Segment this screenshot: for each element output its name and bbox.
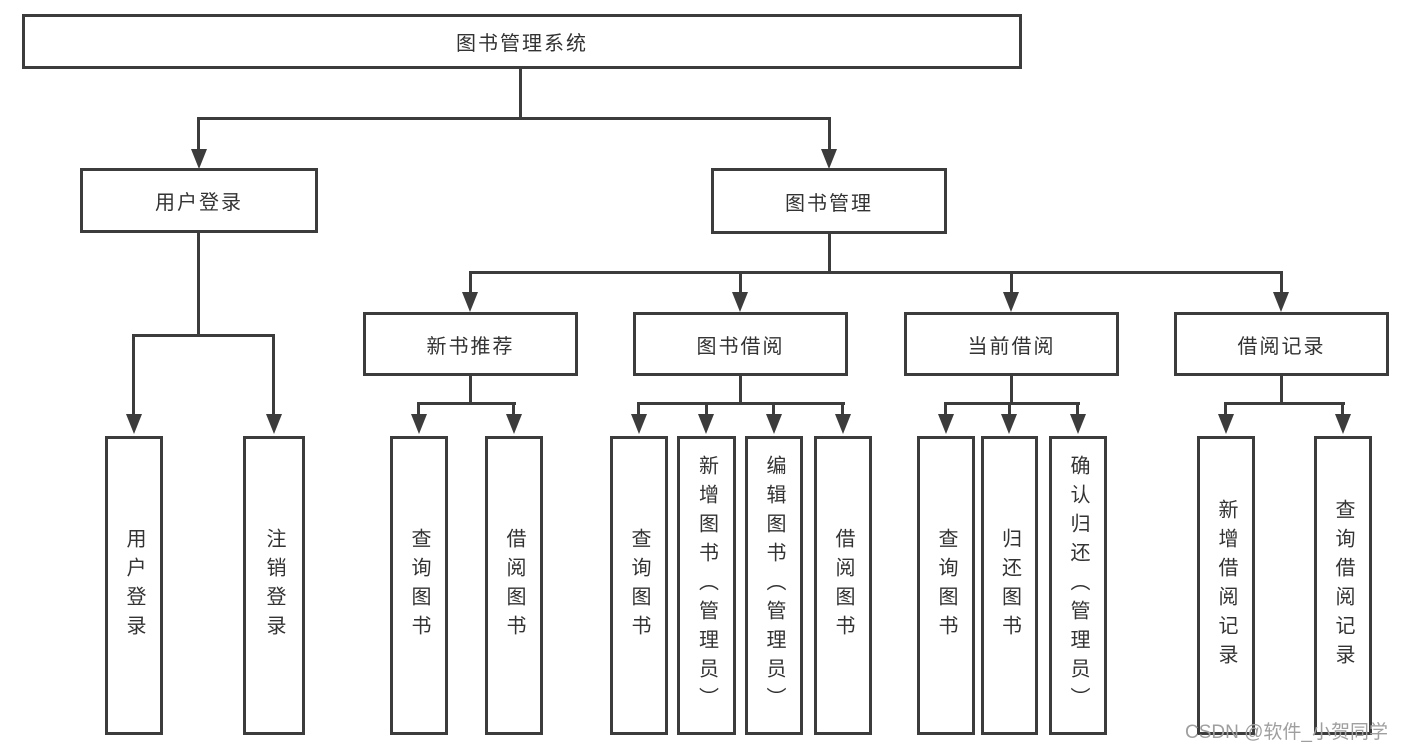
connector-borrow-stem [739,376,742,404]
connector-drop-cur-confirm [1076,402,1079,416]
leaf-query-books-current: 查询图书 [917,436,975,735]
leaf-borrow-books-recommend-label: 借阅图书 [503,527,525,644]
connector-drop-cur-query [944,402,947,416]
connector-mgmt-stem [828,234,831,273]
arrowhead-his-query [1335,414,1351,434]
connector-recommend-stem [469,376,472,404]
arrowhead-rec-query [411,414,427,434]
node-book-borrow-label: 图书借阅 [696,335,785,358]
connector-drop-bor-borrow [841,402,844,416]
connector-current-rail [944,402,1080,405]
node-book-borrow: 图书借阅 [633,312,848,376]
leaf-add-borrow-record-label: 新增借阅记录 [1215,498,1237,673]
connector-drop-borrow [739,271,742,294]
connector-drop-user-login [197,117,200,151]
connector-current-stem [1010,376,1013,404]
leaf-confirm-return-admin: 确认归还（管理员） [1049,436,1107,735]
arrowhead-bor-edit [766,414,782,434]
arrowhead-cur-confirm [1070,414,1086,434]
node-borrow-records: 借阅记录 [1174,312,1389,376]
leaf-return-books: 归还图书 [981,436,1038,735]
connector-drop-his-add [1224,402,1227,416]
leaf-edit-books-admin: 编辑图书（管理员） [745,436,803,735]
connector-mgmt-rail [469,271,1283,274]
leaf-borrow-books: 借阅图书 [814,436,872,735]
arrowhead-cur-query [938,414,954,434]
leaf-add-books-admin: 新增图书（管理员） [677,436,736,735]
node-library-system: 图书管理系统 [22,14,1022,69]
connector-drop-current [1010,271,1013,294]
leaf-confirm-return-admin-label: 确认归还（管理员） [1067,455,1089,716]
connector-records-stem [1280,375,1283,404]
arrowhead-leaf-logout [266,414,282,434]
connector-drop-bor-add [705,402,708,416]
arrowhead-user-login [191,149,207,169]
arrowhead-book-mgmt [821,149,837,169]
connector-drop-records [1280,271,1283,294]
connector-login-stem [197,233,200,336]
connector-login-rail [132,334,275,337]
node-borrow-records-label: 借阅记录 [1237,335,1326,358]
connector-drop-leaf-user-login [132,334,135,416]
connector-borrow-rail [637,402,845,405]
node-user-login-label: 用户登录 [155,192,243,214]
leaf-add-books-admin-label: 新增图书（管理员） [695,455,718,716]
connector-recommend-rail [417,402,516,405]
leaf-logout-login: 注销登录 [243,436,305,735]
connector-drop-bor-edit [772,402,775,416]
connector-drop-rec-borrow [512,402,515,416]
connector-drop-his-query [1341,402,1344,416]
csdn-watermark: CSDN @软件_小贺同学 [1185,722,1388,743]
arrowhead-his-add [1218,414,1234,434]
leaf-query-books-recommend-label: 查询图书 [408,527,430,644]
leaf-user-login-label: 用户登录 [123,527,145,644]
arrowhead-records [1273,292,1289,312]
leaf-borrow-books-recommend: 借阅图书 [485,436,543,735]
connector-drop-bor-query [637,402,640,416]
leaf-query-borrow-record-label: 查询借阅记录 [1332,498,1354,673]
connector-drop-leaf-logout [272,334,275,416]
node-new-book-recommend: 新书推荐 [363,312,578,376]
leaf-edit-books-admin-label: 编辑图书（管理员） [763,455,785,716]
leaf-add-borrow-record: 新增借阅记录 [1197,436,1255,735]
node-book-management: 图书管理 [711,168,947,234]
arrowhead-bor-add [698,414,714,434]
connector-drop-recommend [469,271,472,294]
leaf-query-books-recommend: 查询图书 [390,436,448,735]
node-current-borrow: 当前借阅 [904,312,1119,376]
connector-root-stem [519,69,522,119]
arrowhead-cur-return [1001,414,1017,434]
connector-drop-book-mgmt [828,117,831,151]
leaf-user-login: 用户登录 [105,436,163,735]
connector-drop-cur-return [1008,402,1011,416]
leaf-query-books-current-label: 查询图书 [935,527,957,644]
leaf-borrow-books-label: 借阅图书 [832,527,854,644]
arrowhead-rec-borrow [506,414,522,434]
leaf-query-books-borrow: 查询图书 [610,436,668,735]
arrowhead-bor-query [631,414,647,434]
node-book-management-label: 图书管理 [785,192,873,215]
connector-drop-rec-query [417,402,420,416]
arrowhead-leaf-user-login [126,414,142,434]
node-current-borrow-label: 当前借阅 [967,335,1056,358]
connector-records-rail [1224,402,1345,405]
node-new-book-recommend-label: 新书推荐 [426,335,515,358]
leaf-query-books-borrow-label: 查询图书 [628,527,650,644]
arrowhead-current [1003,292,1019,312]
arrowhead-recommend [462,292,478,312]
node-library-system-label: 图书管理系统 [456,33,588,55]
leaf-query-borrow-record: 查询借阅记录 [1314,436,1372,735]
arrowhead-borrow [732,292,748,312]
node-user-login: 用户登录 [80,168,318,233]
leaf-logout-login-label: 注销登录 [263,527,285,644]
arrowhead-bor-borrow [835,414,851,434]
connector-root-rail [197,117,831,120]
leaf-return-books-label: 归还图书 [998,527,1021,644]
